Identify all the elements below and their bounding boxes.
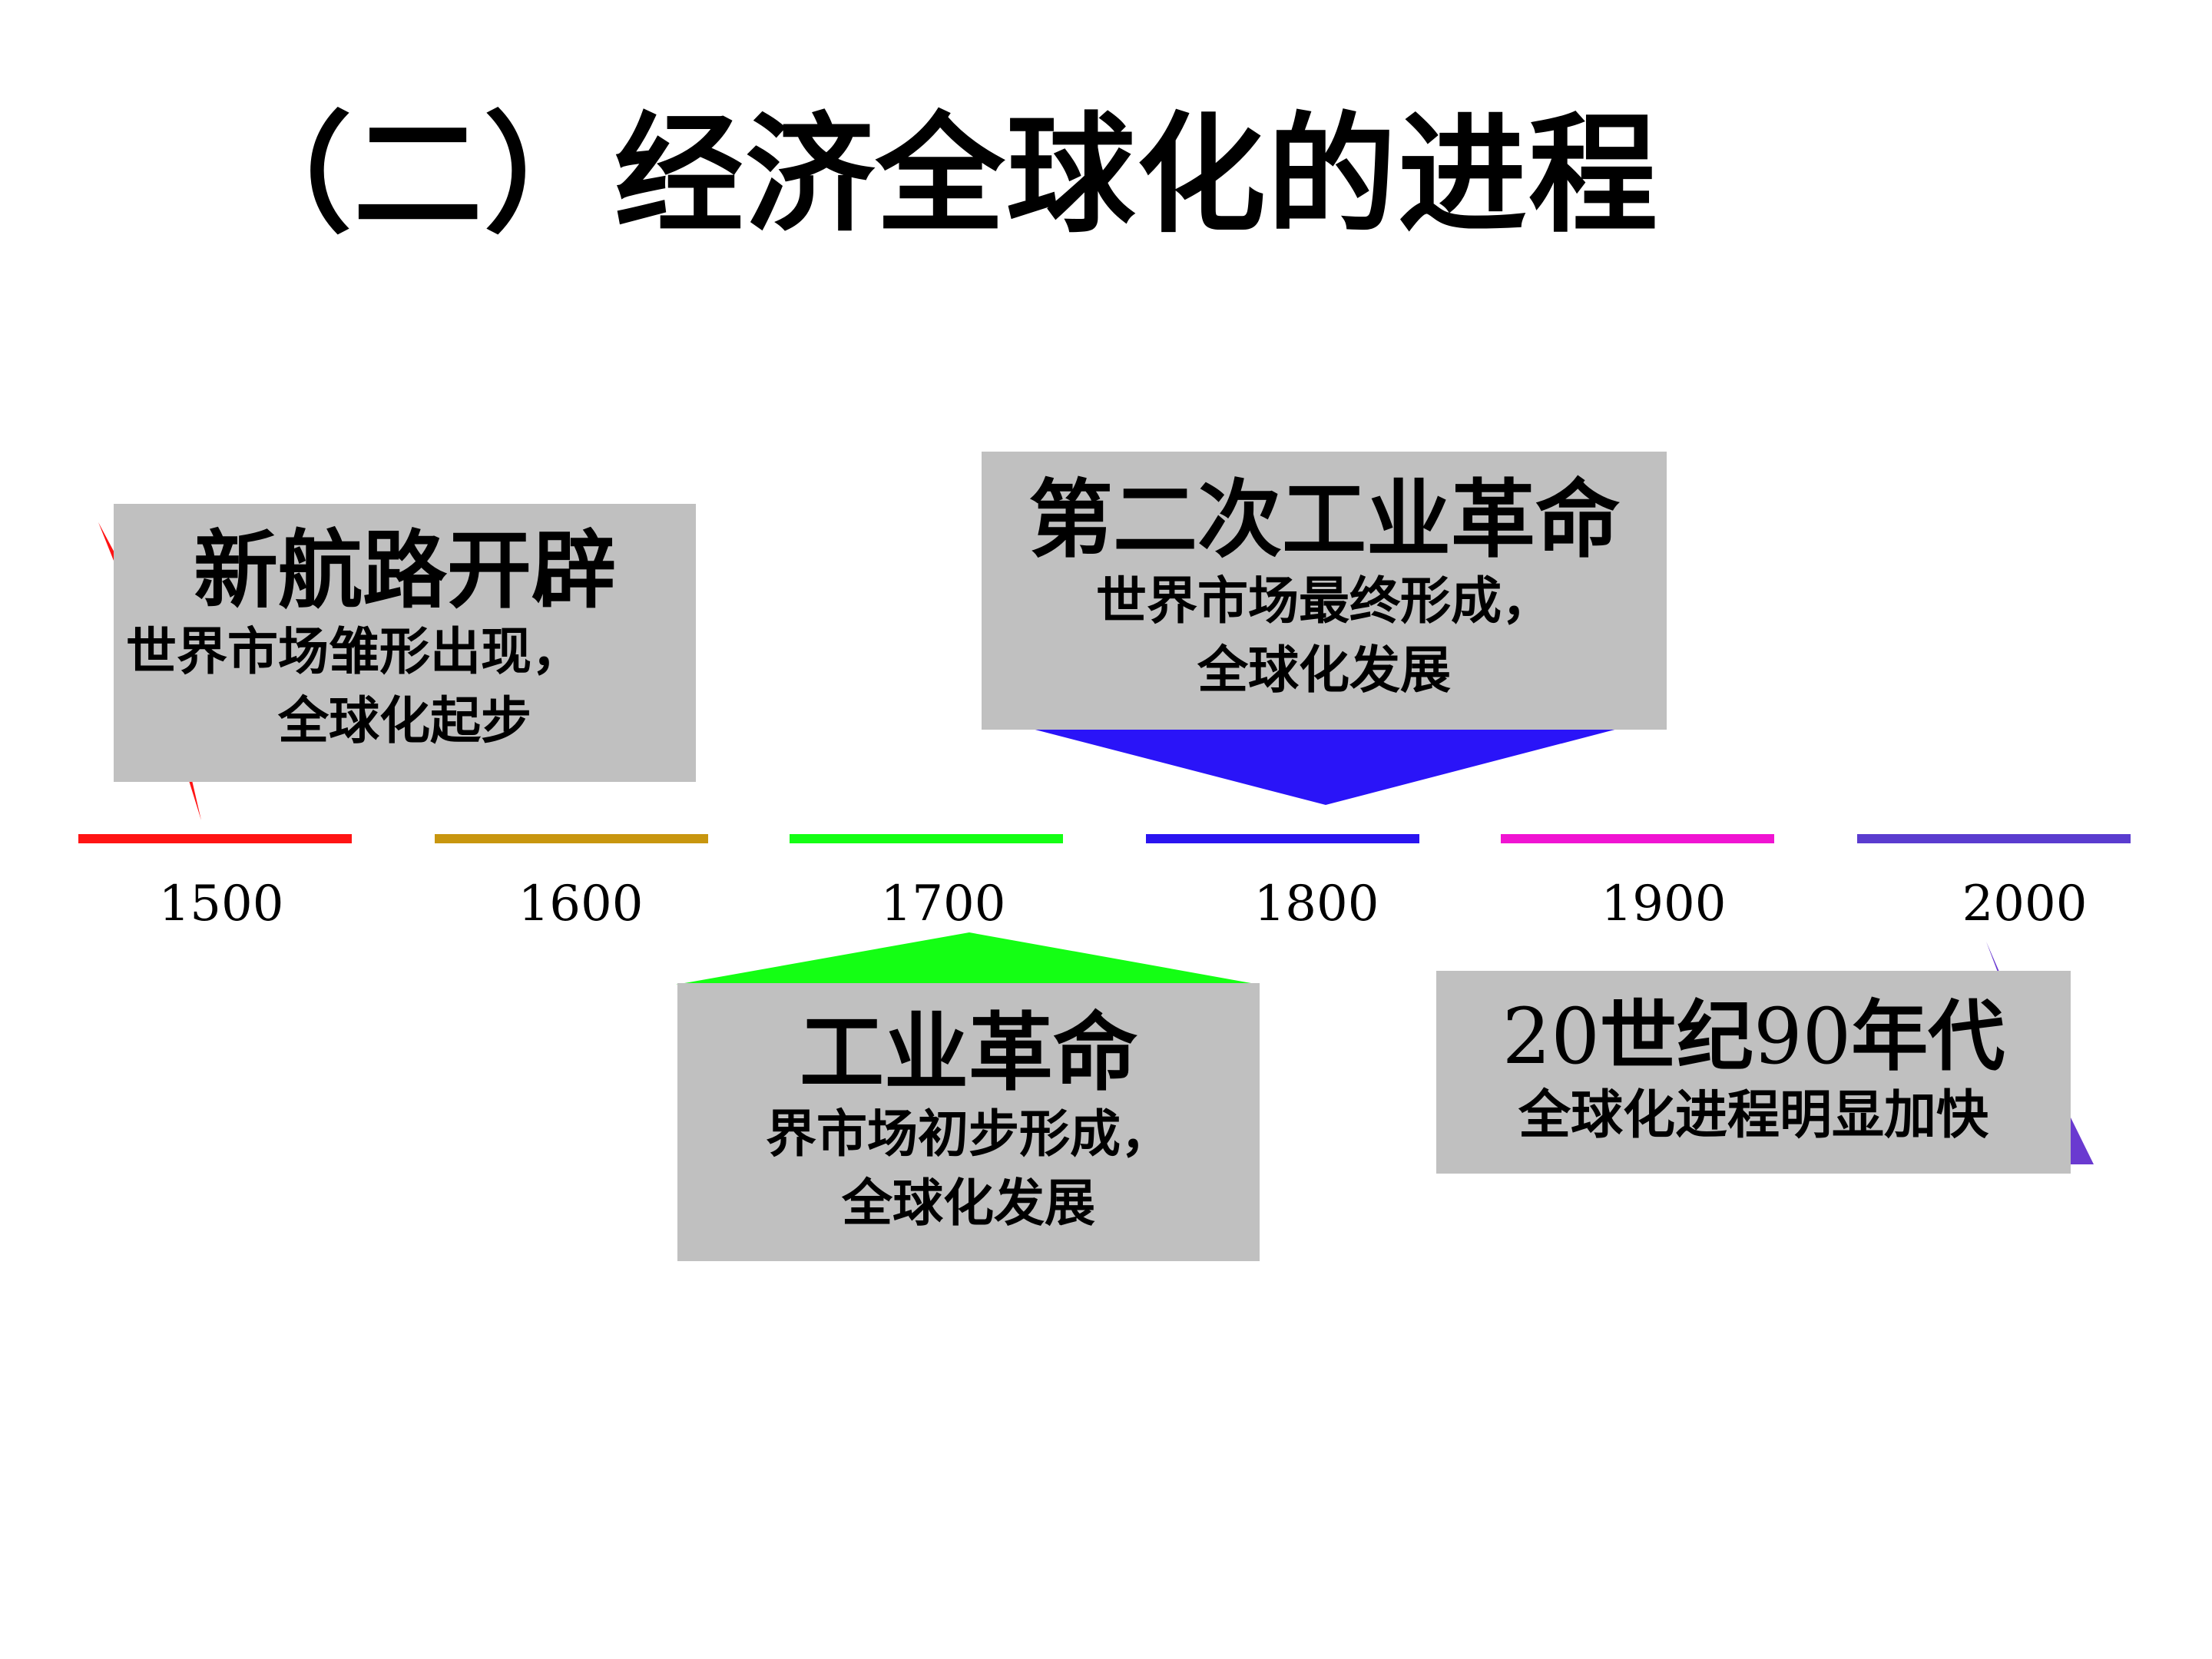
timeline-segment-2000 [1857, 834, 2131, 843]
year-label-2000: 2000 [1962, 876, 2088, 932]
event-line: 世界市场雏形出现， [126, 622, 582, 681]
event-heading-number: 20 [1502, 992, 1600, 1081]
event-line: 全球化起步 [278, 691, 531, 750]
year-label-1500: 1500 [158, 876, 284, 932]
year-label-1600: 1600 [518, 876, 644, 932]
timeline-segment-1800 [1146, 834, 1419, 843]
event-box-1990s: 20世纪90年代 全球化进程明显加快 [1436, 971, 2071, 1174]
year-label-1800: 1800 [1253, 876, 1379, 932]
event-box-new-route: 新航路开辟 世界市场雏形出现， 全球化起步 [114, 504, 696, 782]
event-heading: 工业革命 [800, 1004, 1137, 1102]
timeline-segment-1500 [78, 834, 352, 843]
event-heading: 第二次工业革命 [1028, 471, 1620, 569]
event-heading-text: 世纪 [1600, 992, 1753, 1081]
event-heading-text: 年代 [1851, 992, 2005, 1081]
event-line: 全球化发展 [842, 1174, 1095, 1233]
event-line: 界市场初步形成， [766, 1104, 1171, 1164]
event-box-second-industrial: 第二次工业革命 世界市场最终形成， 全球化发展 [982, 452, 1667, 730]
event-heading: 新航路开辟 [194, 522, 616, 620]
slide-title: （二）经济全球化的进程 [223, 100, 1659, 250]
event-box-industrial: 工业革命 界市场初步形成， 全球化发展 [677, 983, 1260, 1261]
event-heading: 20世纪90年代 [1436, 992, 2071, 1081]
timeline-segment-1900 [1501, 834, 1774, 843]
event-heading-number: 90 [1753, 992, 1852, 1081]
year-label-1700: 1700 [880, 876, 1006, 932]
pointer-industrial [676, 932, 1260, 985]
event-line: 全球化进程明显加快 [1518, 1085, 1988, 1146]
event-line: 全球化发展 [1197, 641, 1451, 700]
timeline-segment-1700 [790, 834, 1063, 843]
timeline-segment-1600 [435, 834, 708, 843]
year-label-1900: 1900 [1601, 876, 1727, 932]
pointer-second-industrial [1029, 728, 1621, 805]
event-line: 世界市场最终形成， [1096, 571, 1552, 631]
